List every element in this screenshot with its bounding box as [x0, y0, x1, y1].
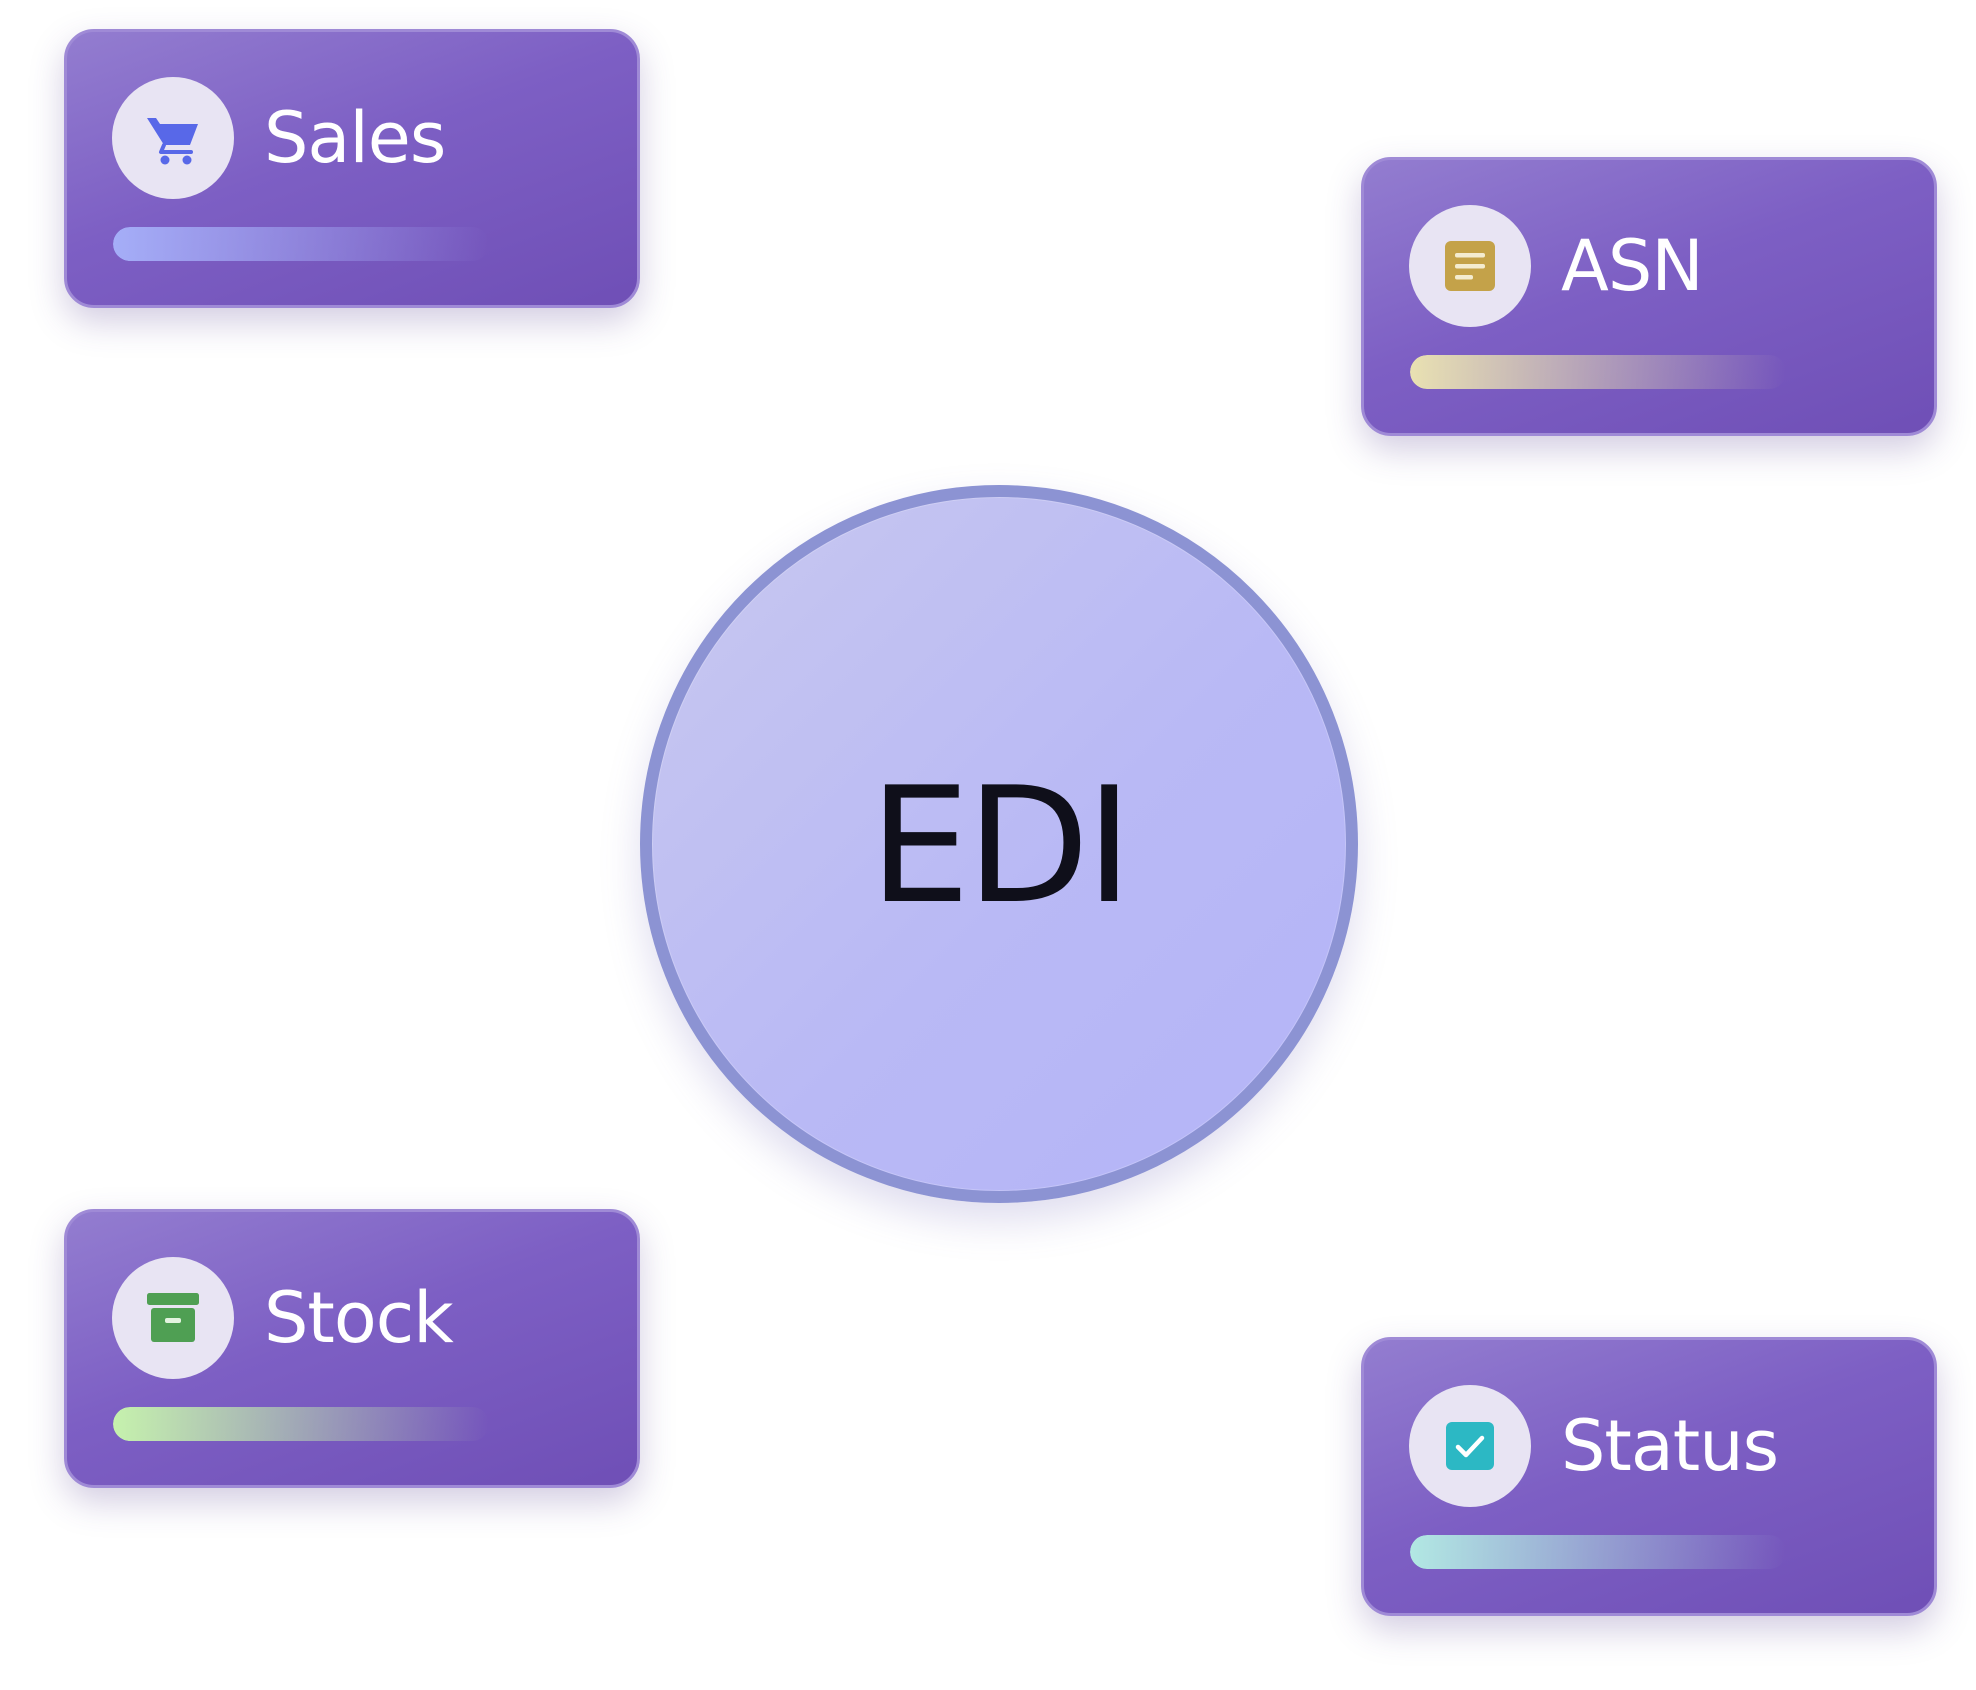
sales-label: Sales [264, 97, 446, 179]
asn-card: ASN [1361, 157, 1937, 436]
status-label: Status [1561, 1405, 1779, 1487]
status-card: Status [1361, 1337, 1937, 1616]
asn-progress-fill [1410, 355, 1786, 389]
shopping-cart-icon [147, 118, 198, 165]
status-progress-fill [1410, 1535, 1786, 1569]
stock-progress-bar [113, 1407, 583, 1441]
sales-progress-bar [113, 227, 583, 261]
asn-icon-badge [1409, 205, 1531, 327]
hub-label: EDI [869, 752, 1132, 939]
status-icon-badge [1409, 1385, 1531, 1507]
sales-progress-fill [113, 227, 489, 261]
sales-card: Sales [64, 29, 640, 308]
status-progress-bar [1410, 1535, 1880, 1569]
stock-progress-fill [113, 1407, 489, 1441]
sales-icon-badge [112, 77, 234, 199]
stock-card: Stock [64, 1209, 640, 1488]
document-icon [1445, 241, 1495, 291]
checkbox-icon [1446, 1422, 1494, 1470]
stock-label: Stock [264, 1277, 454, 1359]
asn-progress-bar [1410, 355, 1880, 389]
edi-hub: EDI [640, 485, 1358, 1203]
archive-box-icon [147, 1293, 199, 1342]
stock-icon-badge [112, 1257, 234, 1379]
asn-label: ASN [1561, 225, 1704, 307]
